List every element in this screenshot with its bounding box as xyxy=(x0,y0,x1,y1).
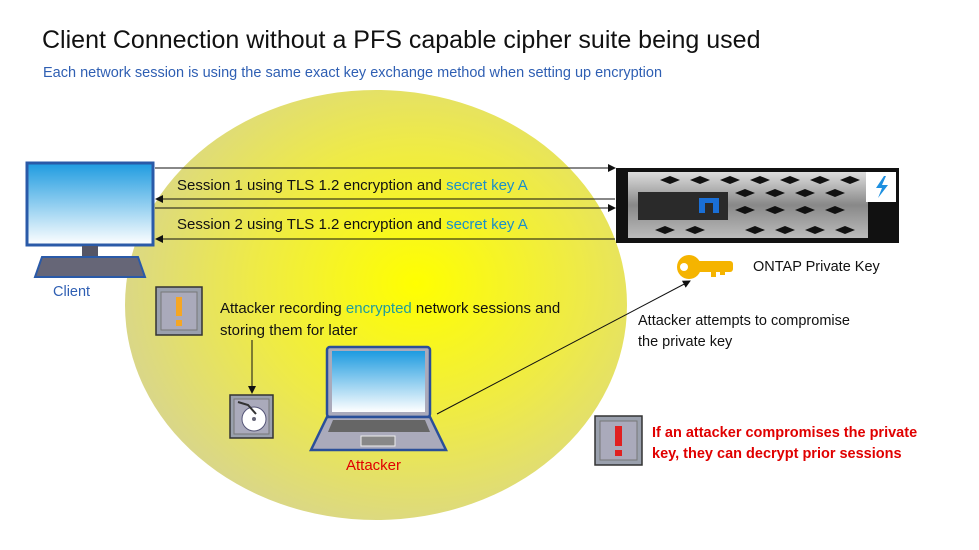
recording-text-line2: storing them for later xyxy=(220,322,358,339)
warning-text: If an attacker compromises the private xyxy=(652,425,918,441)
attacker-label: Attacker xyxy=(346,457,402,474)
encrypted-text: encrypted xyxy=(345,300,412,317)
client-computer-icon xyxy=(25,161,155,278)
recording-label: Attacker recording encrypted network ses… xyxy=(220,298,560,342)
warning-icon xyxy=(594,415,643,466)
page-subtitle: Each network session is using the same e… xyxy=(43,65,663,81)
session-text: Session 1 using TLS 1.2 encryption and xyxy=(177,177,447,194)
decrypt-warning: If an attacker compromises the private k… xyxy=(652,423,917,465)
client-label: Client xyxy=(53,284,91,300)
session-text: Session 2 using TLS 1.2 encryption and xyxy=(177,216,447,233)
warning-text-line2: key, they can decrypt prior sessions xyxy=(652,446,902,462)
session-1-label: Session 1 using TLS 1.2 encryption and s… xyxy=(177,177,528,194)
secret-key-text: secret key A xyxy=(446,216,528,233)
ontap-key-label: ONTAP Private Key xyxy=(753,259,880,275)
compromise-text-line2: the private key xyxy=(638,334,733,350)
ontap-server-icon xyxy=(616,168,899,243)
compromise-text: Attacker attempts to compromise xyxy=(638,313,850,329)
recording-text: Attacker recording xyxy=(220,300,346,317)
page-title: Client Connection without a PFS capable … xyxy=(42,26,761,54)
attacker-laptop-icon xyxy=(309,345,448,452)
recording-text: network sessions and xyxy=(411,300,561,317)
disk-storage-icon xyxy=(229,394,274,439)
session-2-label: Session 2 using TLS 1.2 encryption and s… xyxy=(177,216,528,233)
warning-icon xyxy=(155,286,203,336)
compromise-arrow xyxy=(436,280,691,415)
compromise-label: Attacker attempts to compromise the priv… xyxy=(638,311,850,353)
session-arrows xyxy=(155,164,616,243)
private-key-icon xyxy=(677,255,733,279)
secret-key-text: secret key A xyxy=(446,177,528,194)
